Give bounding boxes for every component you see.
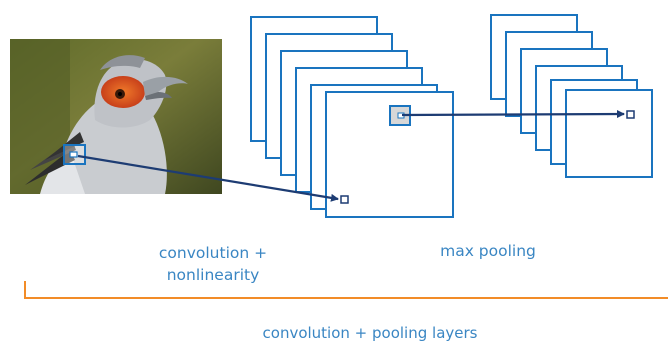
conv-output-unit [340, 195, 349, 204]
bird-photo [10, 39, 222, 194]
convolution-label-line2: nonlinearity [166, 266, 260, 284]
pooled-feature-maps [490, 14, 653, 178]
layers-bracket [24, 281, 668, 299]
max-pooling-label: max pooling [440, 242, 536, 260]
pool-output-unit [626, 110, 635, 119]
conv-arrow [77, 154, 339, 202]
pool-map-6 [565, 89, 653, 178]
conv-feature-maps [250, 16, 454, 218]
convolution-label: convolution + nonlinearity [118, 242, 308, 286]
pool-arrow [401, 110, 625, 119]
layers-label: convolution + pooling layers [262, 324, 478, 342]
convolution-label-line1: convolution + [158, 244, 268, 262]
